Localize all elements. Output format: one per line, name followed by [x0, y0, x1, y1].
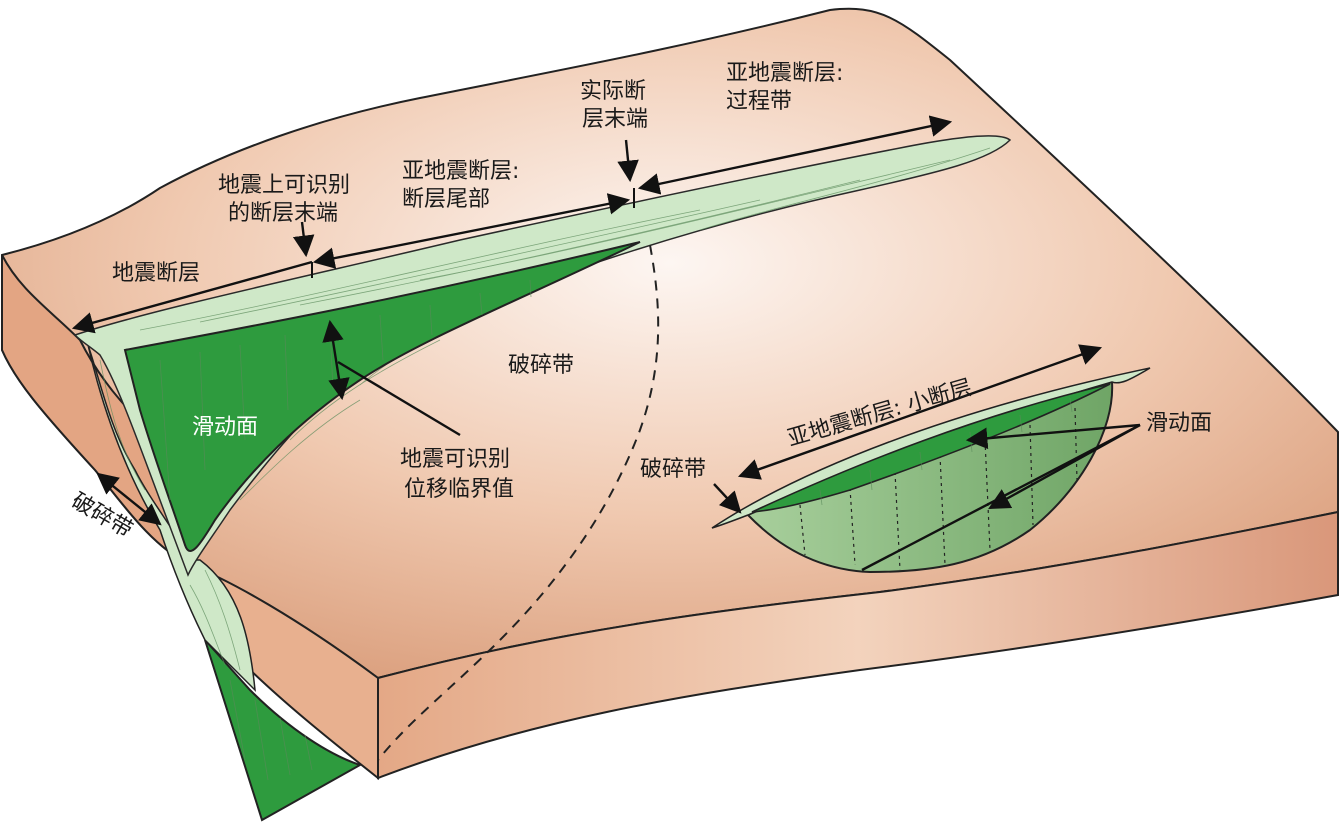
- label-actual-tip-2: 层末端: [582, 107, 648, 132]
- label-slip-surface-left: 滑动面: [192, 415, 258, 440]
- label-damage-zone-right: 破碎带: [640, 457, 706, 482]
- threshold-double-arrow: [322, 319, 350, 401]
- threshold-pointer: [337, 360, 461, 437]
- slip-surface-right-pointer-1: [965, 423, 1141, 450]
- label-subseismic-tail-1: 亚地震断层:: [402, 159, 519, 184]
- label-earthquake-fault: 地震断层: [112, 261, 200, 286]
- label-seismic-tip-1: 地震上可识别: [218, 173, 350, 198]
- small-fault-arrow: [737, 344, 1103, 480]
- label-damage-zone-top: 破碎带: [508, 353, 574, 378]
- process-zone-arrow: [637, 115, 953, 195]
- label-subseismic-process-1: 亚地震断层:: [726, 61, 843, 86]
- label-subseismic-tail-2: 断层尾部: [402, 187, 490, 212]
- damage-zone-left-arrow: [96, 472, 162, 526]
- label-threshold-2: 位移临界值: [404, 477, 514, 502]
- seismic-tip-pointer: [292, 221, 315, 258]
- damage-zone-right-pointer: [713, 483, 742, 514]
- label-subseismic-process-2: 过程带: [726, 89, 792, 114]
- label-actual-tip-1: 实际断: [580, 79, 646, 104]
- label-slip-surface-right: 滑动面: [1146, 411, 1212, 436]
- earthquake-fault-arrow: [71, 260, 313, 334]
- label-seismic-tip-2: 的断层末端: [228, 201, 338, 226]
- fault-tail-arrow: [312, 193, 631, 269]
- slip-surface-main: [123, 241, 641, 552]
- actual-tip-pointer: [617, 139, 639, 183]
- slip-surface-right-pointer-3: [861, 423, 1141, 572]
- label-threshold-1: 地震可识别: [400, 447, 510, 472]
- fault-tip-dashed-line: [377, 244, 660, 761]
